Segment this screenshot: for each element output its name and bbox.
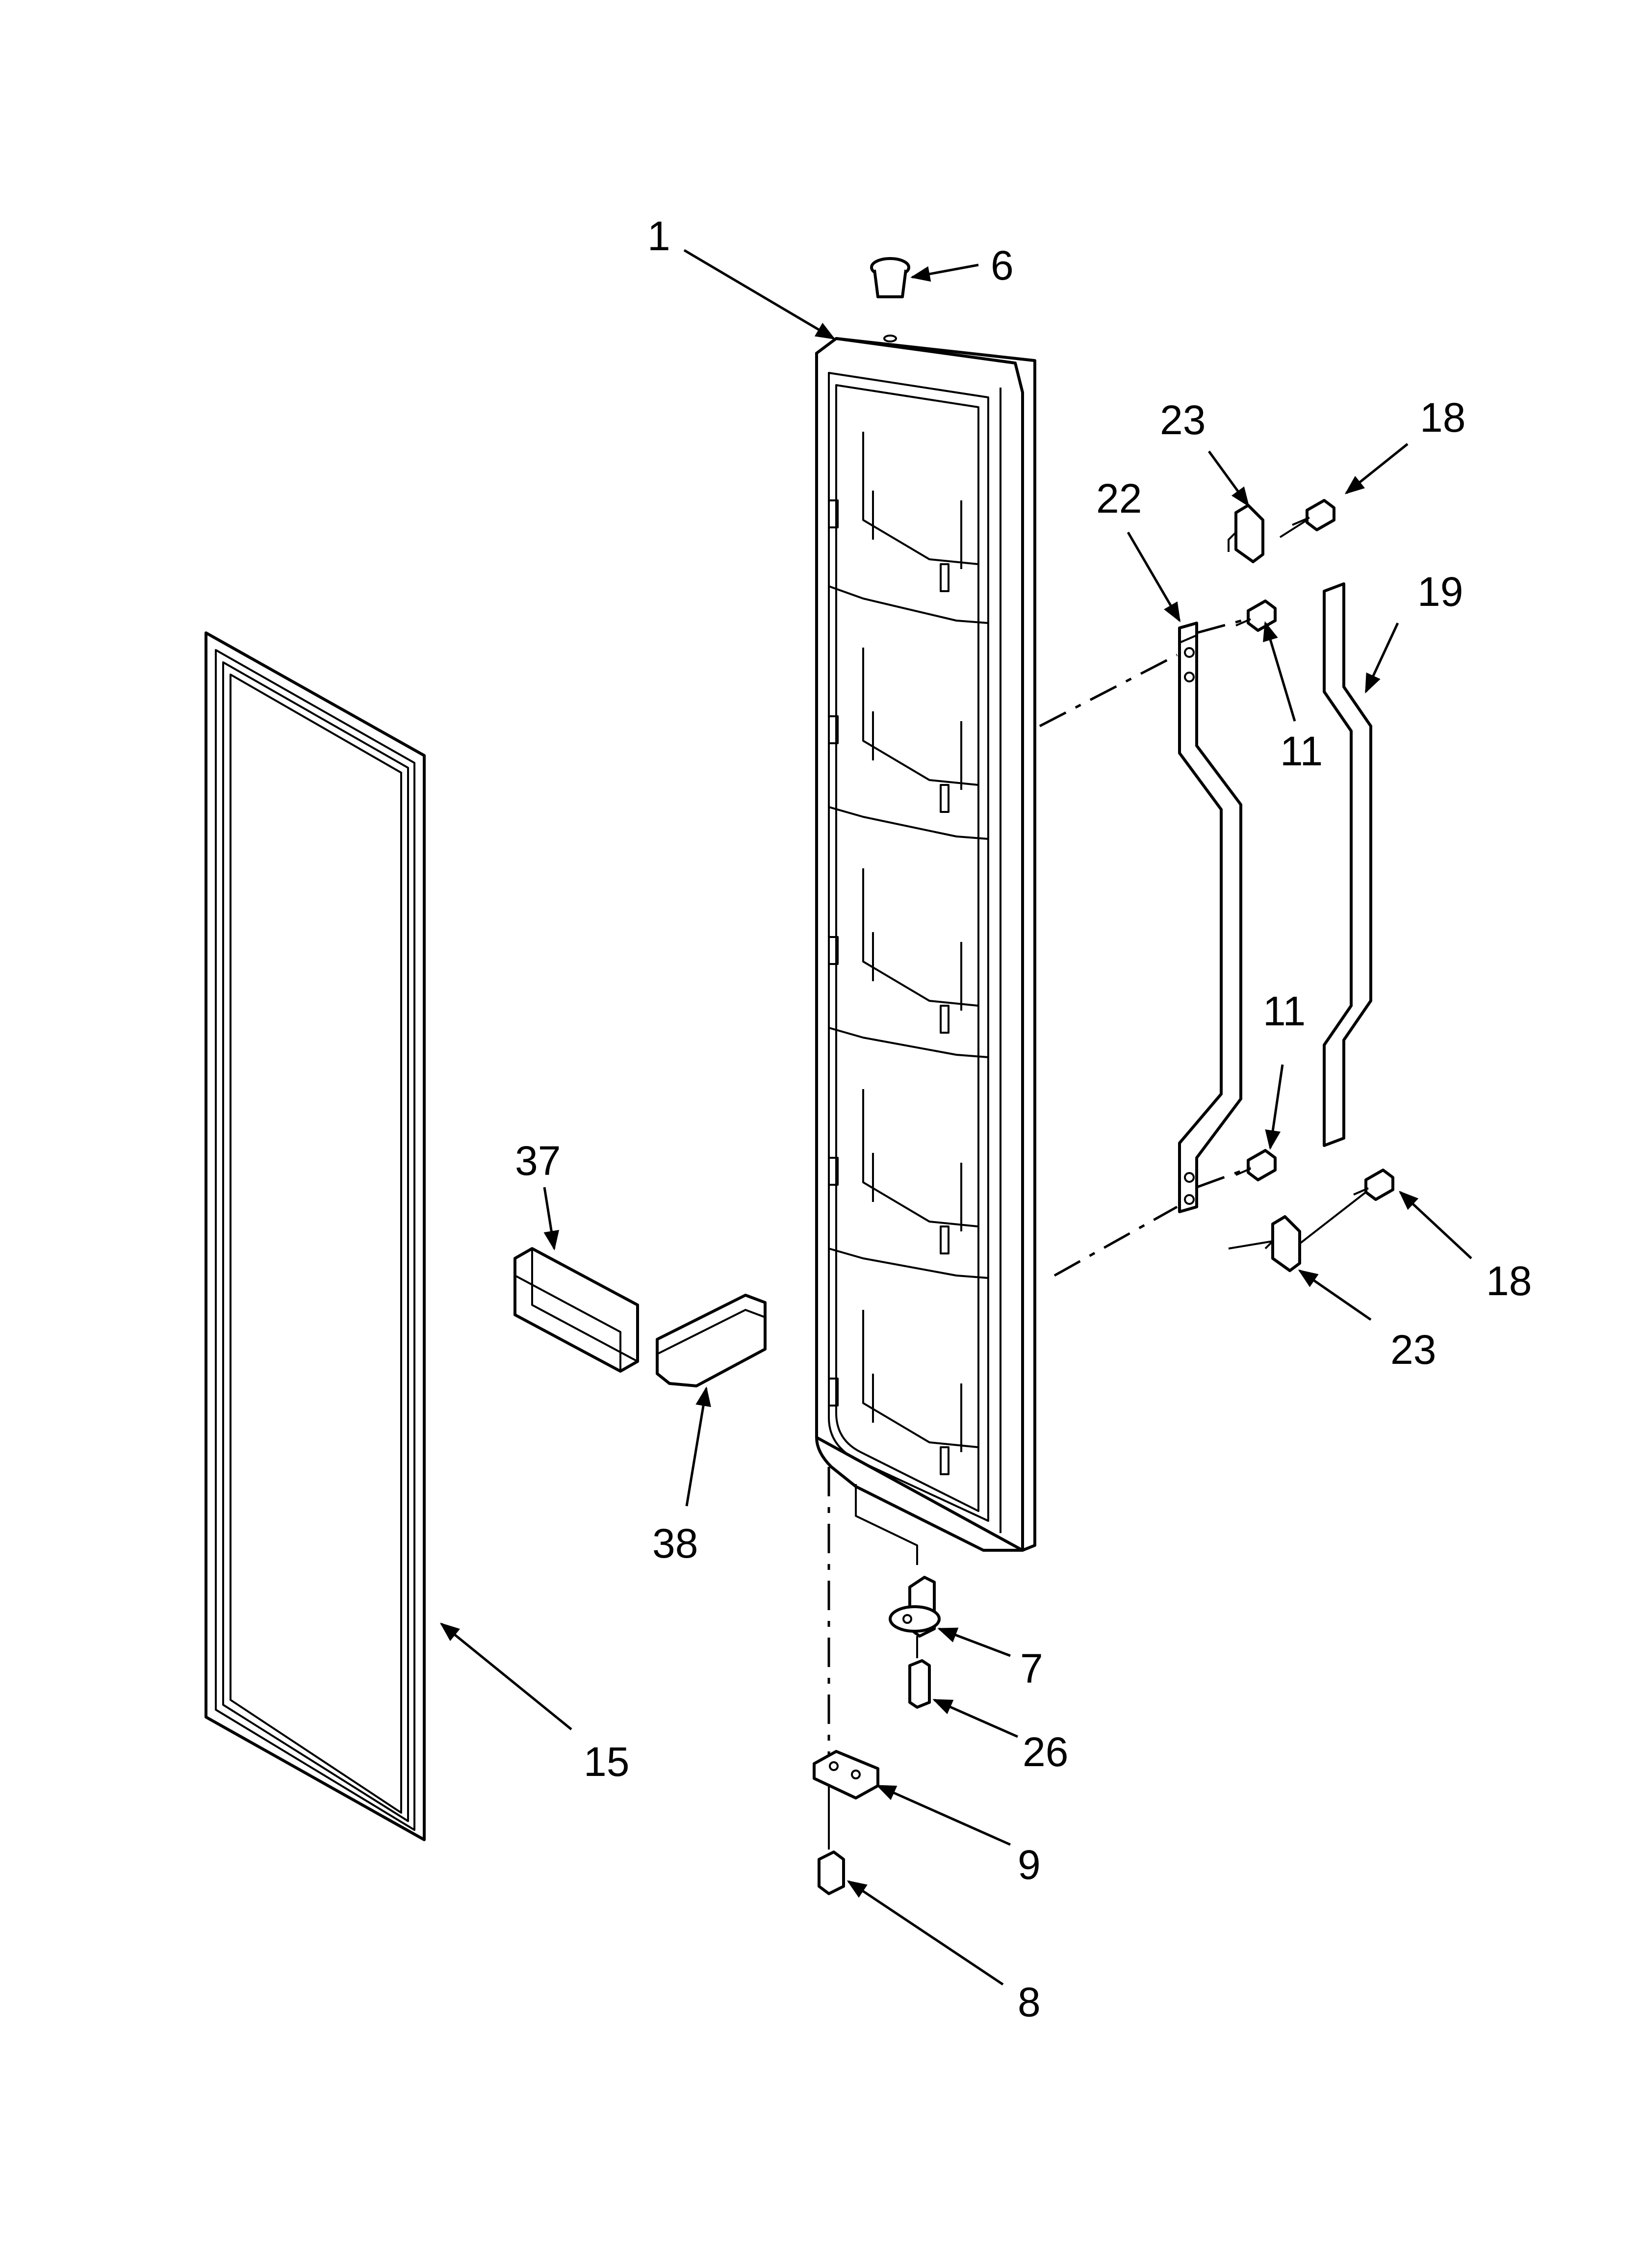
callout-11: 11	[1280, 728, 1323, 774]
callout-15: 15	[584, 1739, 629, 1785]
callout-23: 23	[1390, 1327, 1436, 1373]
callout-18: 18	[1486, 1258, 1532, 1304]
callout-6: 6	[991, 242, 1014, 288]
screw-8	[818, 1851, 845, 1895]
callout-9: 9	[1018, 1842, 1041, 1888]
callout-26: 26	[1023, 1729, 1068, 1775]
callout-23: 23	[1160, 397, 1206, 443]
callout-8: 8	[1018, 1979, 1041, 2025]
door-gasket	[205, 631, 426, 1841]
handle-trim	[1323, 582, 1372, 1147]
alignment-line	[1196, 617, 1251, 634]
door-handle	[1178, 622, 1242, 1213]
callout-18: 18	[1420, 394, 1465, 441]
cover-38	[656, 1294, 767, 1387]
hinge-screw-26	[908, 1659, 931, 1709]
alignment-line	[1039, 653, 1178, 728]
callout-11: 11	[1263, 988, 1306, 1034]
hinge-bracket-9	[813, 1750, 879, 1850]
bracket-37	[513, 1247, 639, 1373]
handle-end-caps	[1228, 504, 1301, 1272]
alignment-line	[1196, 1166, 1251, 1189]
callout-37: 37	[515, 1138, 561, 1184]
callout-1: 1	[647, 213, 670, 259]
bottom-hinge	[889, 1576, 941, 1658]
top-hinge-pin	[870, 257, 910, 342]
door-liner	[815, 337, 1036, 1565]
callout-22: 22	[1096, 475, 1142, 521]
callout-38: 38	[652, 1520, 698, 1566]
callout-19: 19	[1417, 569, 1463, 615]
alignment-line	[1053, 1205, 1178, 1277]
callout-7: 7	[1020, 1645, 1043, 1692]
